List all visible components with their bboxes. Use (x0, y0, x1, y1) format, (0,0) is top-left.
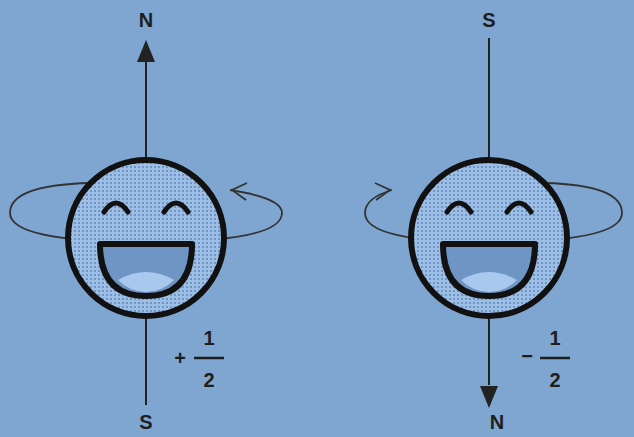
pole-label: S (139, 412, 152, 432)
sign-label: + (174, 348, 186, 368)
fraction-numerator: 1 (549, 328, 560, 348)
fraction-bar (194, 357, 224, 360)
fraction-bar (540, 357, 570, 360)
pole-label: S (482, 10, 495, 30)
fraction-denominator: 2 (203, 370, 214, 390)
rotation-arrow-head (375, 183, 390, 200)
rotation-arrow-head (232, 183, 247, 200)
smiley-particle (68, 160, 224, 316)
fraction-numerator: 1 (203, 328, 214, 348)
fraction-denominator: 2 (549, 370, 560, 390)
pole-label: N (139, 10, 153, 30)
sign-label: − (521, 346, 533, 366)
pole-label: N (490, 412, 504, 432)
smiley-particle (411, 160, 567, 316)
